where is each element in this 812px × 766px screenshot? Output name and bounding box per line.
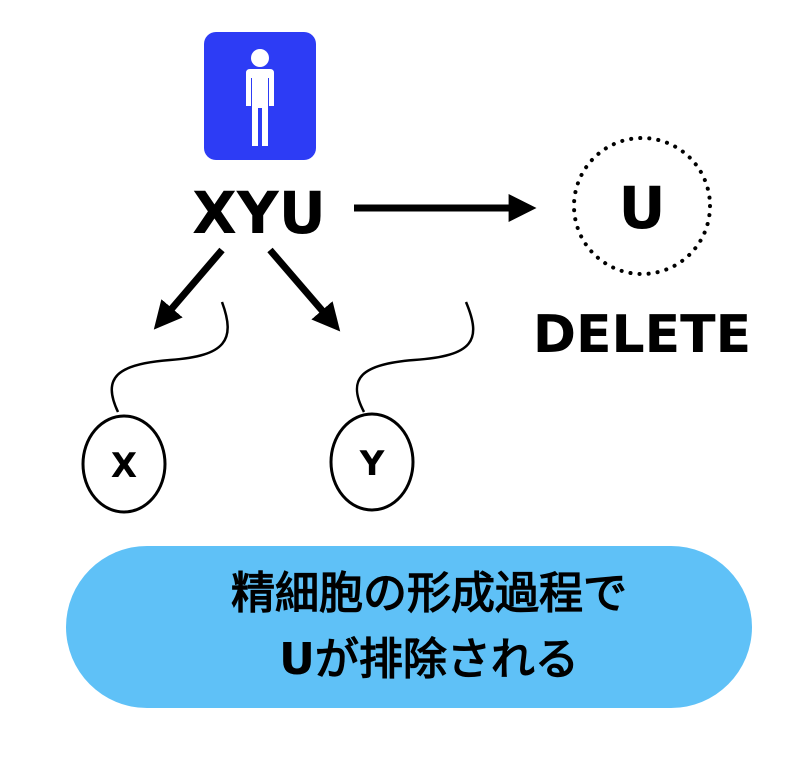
- sperm-y-label: Y: [359, 444, 385, 484]
- sperm-y: Y: [329, 301, 475, 512]
- person-icon-body: [246, 69, 274, 146]
- sperm-x: X: [81, 301, 229, 514]
- sperm-x-head: [81, 414, 167, 514]
- caption-line-2: Uが排除される: [279, 634, 579, 685]
- arrow-to-x: [153, 247, 225, 330]
- sperm-y-head: [329, 412, 415, 512]
- caption-line-1: 精細胞の形成過程で: [231, 568, 627, 619]
- parent-label: XYU: [192, 179, 326, 247]
- arrow-to-y: [267, 247, 341, 332]
- deleted-u-label: U: [618, 174, 665, 242]
- male-person-icon: [204, 32, 316, 160]
- deleted-u-circle: [572, 136, 712, 276]
- sperm-x-label: X: [111, 446, 137, 486]
- delete-label: DELETE: [533, 305, 751, 365]
- caption-box: 精細胞の形成過程で Uが排除される: [66, 546, 752, 708]
- sperm-x-tail: [110, 301, 229, 413]
- sperm-y-tail: [355, 301, 475, 413]
- person-icon-head: [251, 49, 269, 67]
